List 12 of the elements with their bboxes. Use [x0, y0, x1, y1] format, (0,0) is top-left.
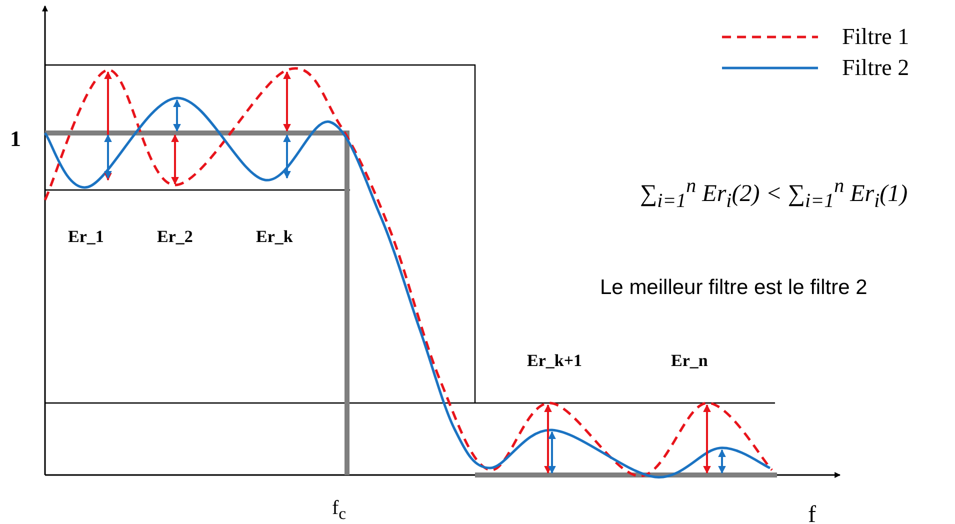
legend-label: Filtre 1: [842, 25, 910, 48]
cutoff-frequency-label: f$_{c}$: [332, 498, 346, 523]
inequality-formula: ∑$_{i=1}$$^{n}$ Er$_{i}$(2) < ∑$_{i=1}$$^{n}$ Er$_{i}$(1): [640, 176, 908, 211]
frequency-axis-label: f: [808, 503, 816, 524]
conclusion-text: Le meilleur filtre est le filtre 2: [600, 277, 868, 298]
error-label: Er_n: [671, 352, 708, 369]
passband-gain-label: 1: [10, 128, 21, 150]
error-label: Er_1: [68, 228, 104, 245]
error-label: Er_k+1: [527, 352, 582, 369]
error-label: Er_2: [157, 228, 193, 245]
error-label: Er_k: [256, 228, 293, 245]
legend-label: Filtre 2: [842, 56, 910, 79]
